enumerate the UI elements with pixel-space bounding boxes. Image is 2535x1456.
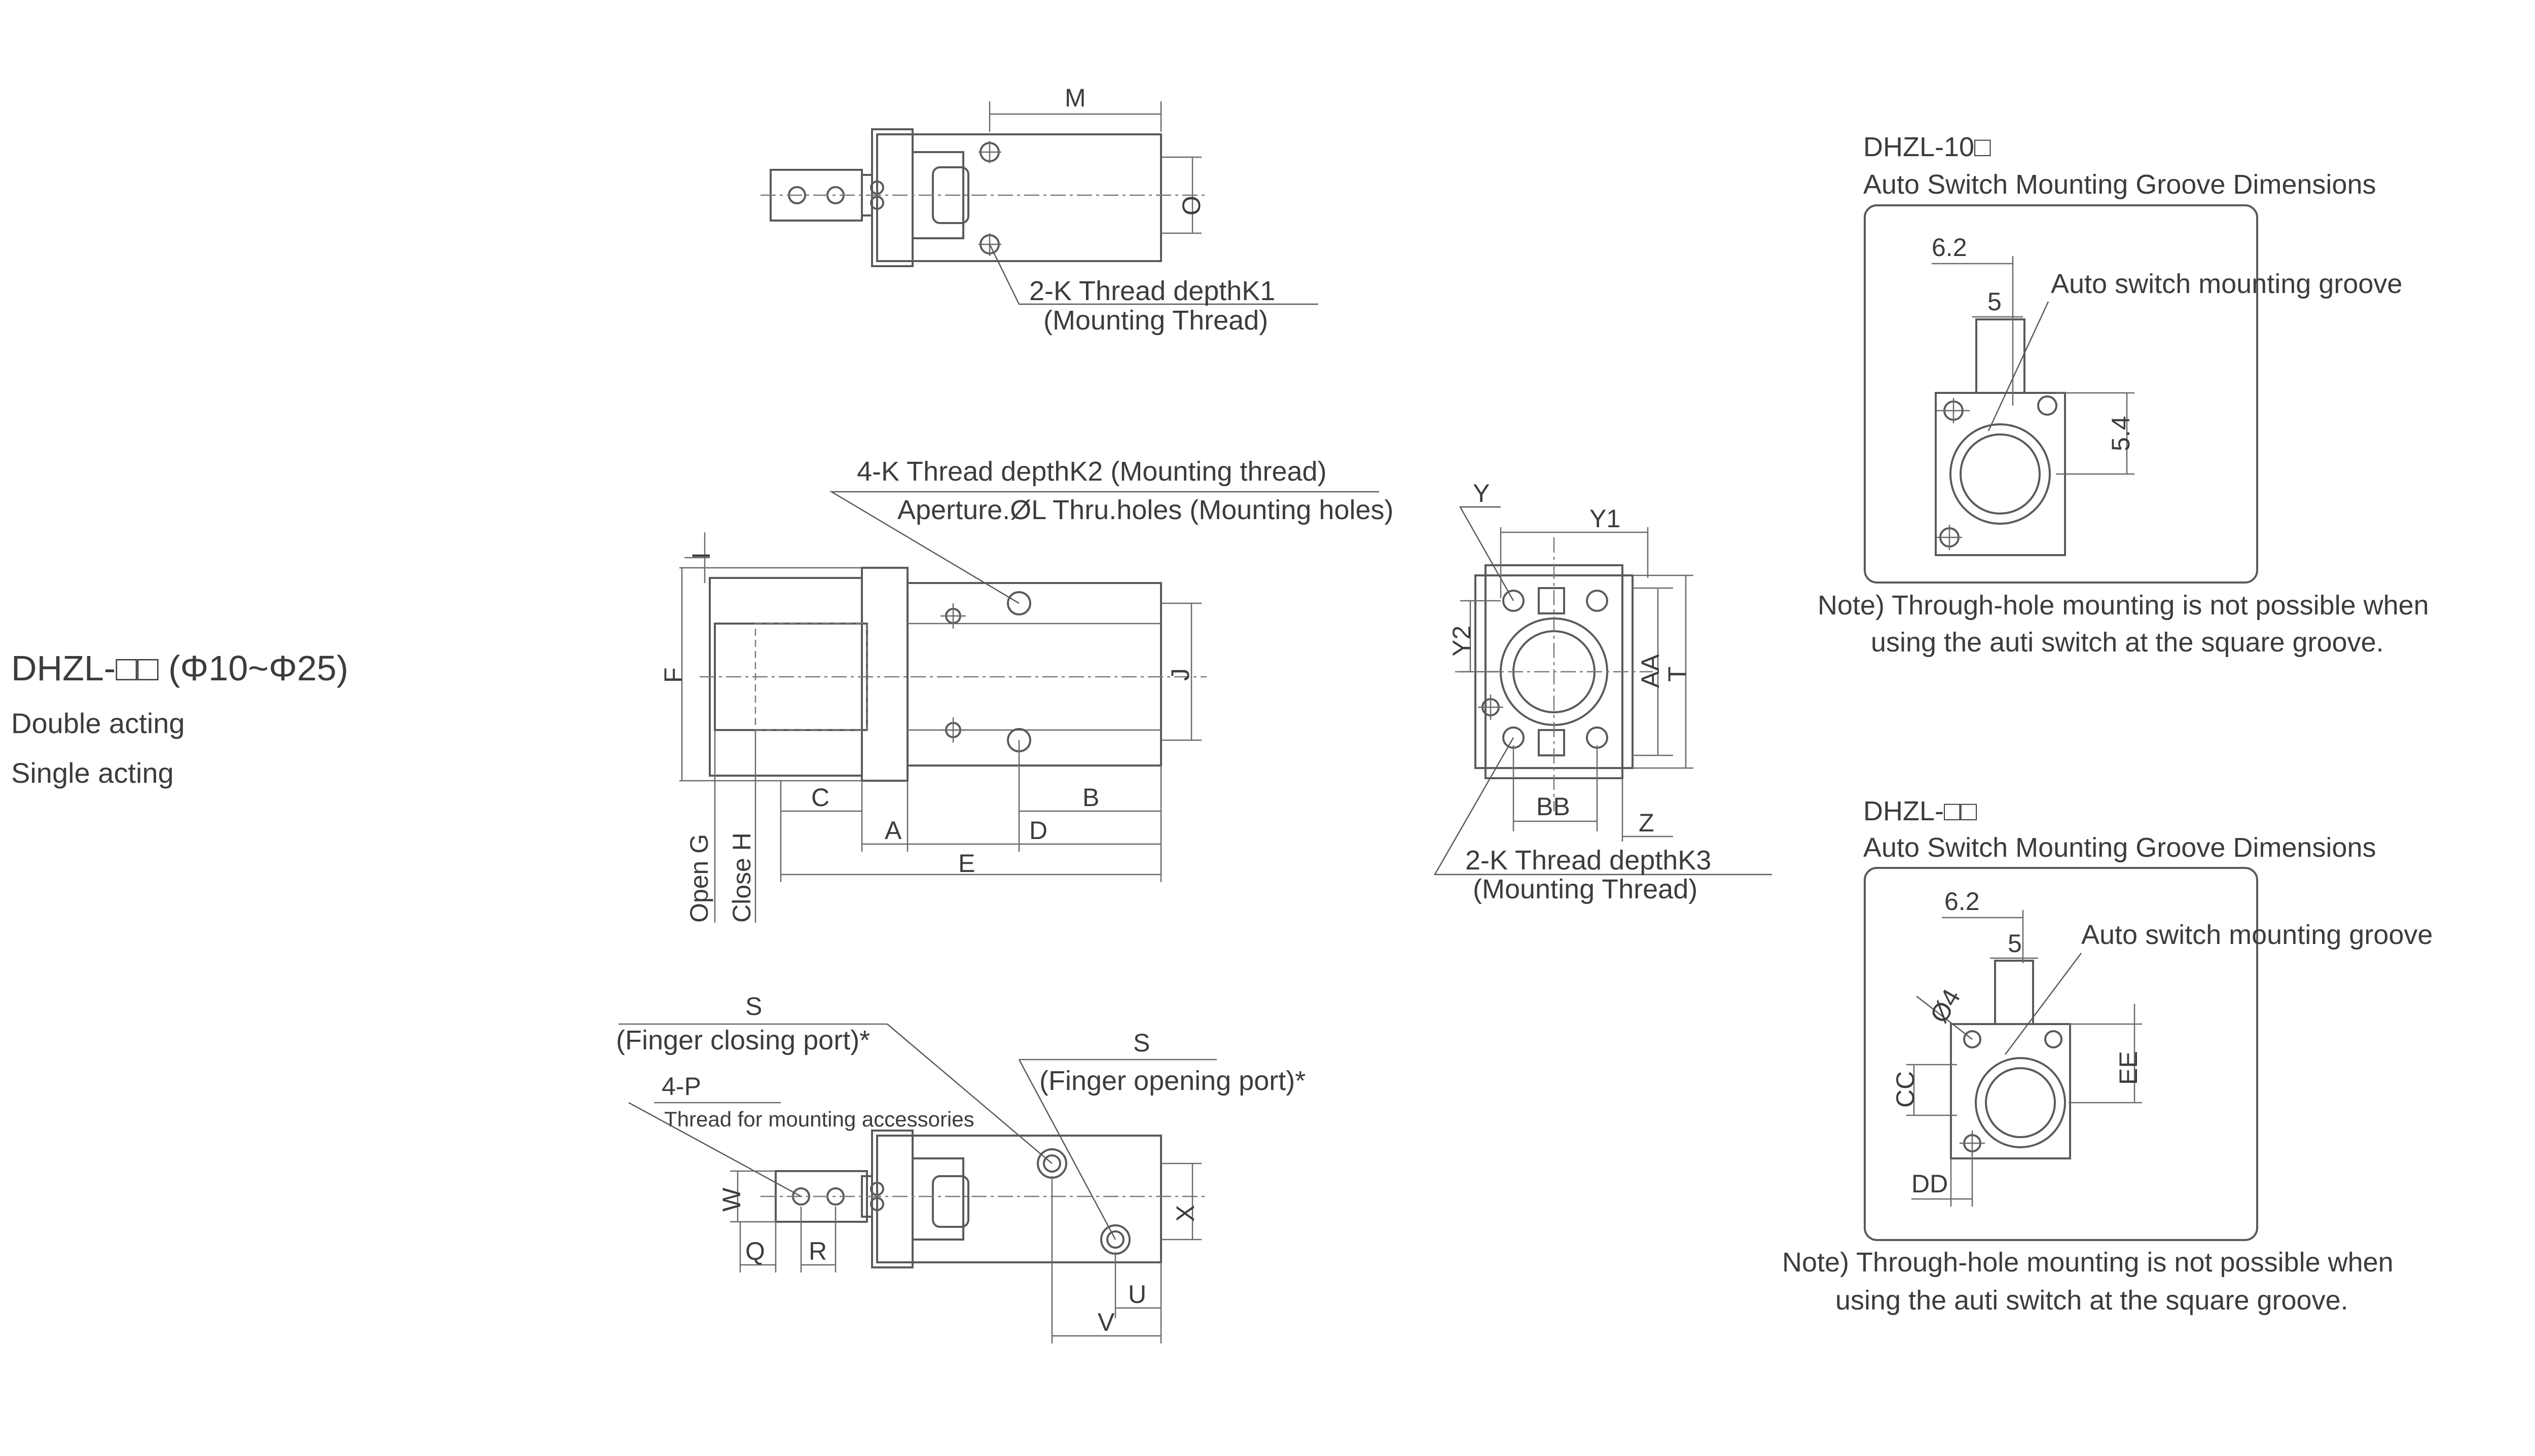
dim-j-label: J [1166,668,1194,681]
dim-x-label: X [1171,1205,1200,1222]
groove-10-note-1: Note) Through-hole mounting is not possi… [1818,590,2429,621]
groove-detail-10: DHZL-10□ Auto Switch Mounting Groove Dim… [1818,132,2429,658]
dim-o-label: O [1177,196,1206,215]
groove-10-dim-62: 6.2 [1932,233,1967,262]
dim-y1-label: Y1 [1589,504,1620,533]
opening-port-label: (Finger opening port)* [1039,1066,1306,1096]
double-acting-label: Double acting [11,707,185,739]
dim-y-label: Y [1473,479,1490,507]
model-title: DHZL-□□ (Φ10~Φ25) [11,648,348,688]
dim-e-label: E [958,849,975,878]
groove-10-note-2: using the auti switch at the square groo… [1871,627,2384,658]
port-s-label-2: S [1133,1029,1150,1057]
dim-u-label: U [1128,1280,1146,1308]
close-h-label: Close H [728,832,756,923]
dim-i-label: I [687,552,715,559]
groove-detail-xx: DHZL-□□ Auto Switch Mounting Groove Dime… [1782,796,2433,1316]
closing-port-label: (Finger closing port)* [616,1025,870,1055]
open-g-label: Open G [685,834,713,923]
port-s-label-1: S [745,992,762,1021]
front-thread-label-2: Aperture.ØL Thru.holes (Mounting holes) [897,495,1394,525]
dim-f-label: F [659,667,687,683]
dim-4p-label: 4-P [662,1072,701,1101]
groove-10-title: DHZL-10□ [1863,132,1991,162]
groove-10-frame [1864,204,2258,584]
bottom-view: S (Finger closing port)* 4-P Thread for … [616,992,1306,1343]
groove-xx-dim-d4: Ø4 [1925,984,1966,1028]
groove-10-subtitle: Auto Switch Mounting Groove Dimensions [1863,169,2376,200]
groove-xx-dim-cc: CC [1891,1071,1920,1108]
end-thread-label-1: 2-K Thread depthK3 [1465,845,1711,876]
single-acting-label: Single acting [11,757,174,789]
groove-xx-frame [1864,867,2258,1241]
dim-m-label: M [1065,84,1086,112]
end-view: Y Y1 Y2 AA T BB Z 2-K Thread depthK3 (Mo… [1433,479,1772,904]
dim-y2-label: Y2 [1447,626,1476,657]
top-view: O M 2-K Thread depthK1 (Mounting Thread) [760,84,1318,336]
top-thread-label-1: 2-K Thread depthK1 [1029,276,1275,306]
dim-b-label: B [1082,783,1099,812]
dim-aa-label: AA [1636,654,1664,688]
groove-xx-dim-ee: EE [2114,1051,2143,1085]
front-thread-label-1: 4-K Thread depthK2 (Mounting thread) [857,456,1327,487]
front-view: 4-K Thread depthK2 (Mounting thread) Ape… [659,456,1394,923]
groove-xx-subtitle: Auto Switch Mounting Groove Dimensions [1863,832,2376,863]
groove-xx-dim-dd: DD [1911,1170,1948,1198]
groove-10-groove-label: Auto switch mounting groove [2051,269,2402,299]
groove-xx-groove-label: Auto switch mounting groove [2081,920,2433,950]
dim-t-label: T [1663,666,1691,682]
groove-xx-note-2: using the auti switch at the square groo… [1835,1285,2348,1316]
groove-xx-dim-62: 6.2 [1944,887,1980,916]
top-thread-label-2: (Mounting Thread) [1043,305,1268,336]
accessory-thread-label: Thread for mounting accessories [664,1107,974,1131]
groove-xx-dim-5: 5 [2008,929,2022,958]
model-label: DHZL-□□ (Φ10~Φ25) Double acting Single a… [11,648,348,789]
dim-w-label: W [717,1187,746,1212]
dim-d-label: D [1029,816,1047,845]
groove-10-dim-54: 5.4 [2107,416,2135,451]
dim-v-label: V [1098,1308,1115,1336]
dim-r-label: R [809,1237,827,1265]
dim-z-label: Z [1639,809,1654,837]
dim-c-label: C [811,783,829,812]
dim-bb-label: BB [1536,792,1570,821]
end-thread-label-2: (Mounting Thread) [1473,874,1697,904]
dim-a-label: A [885,816,902,845]
groove-10-dim-5: 5 [1987,287,2002,316]
groove-xx-title: DHZL-□□ [1863,796,1977,826]
dim-q-label: Q [745,1237,765,1265]
groove-xx-note-1: Note) Through-hole mounting is not possi… [1782,1247,2394,1278]
